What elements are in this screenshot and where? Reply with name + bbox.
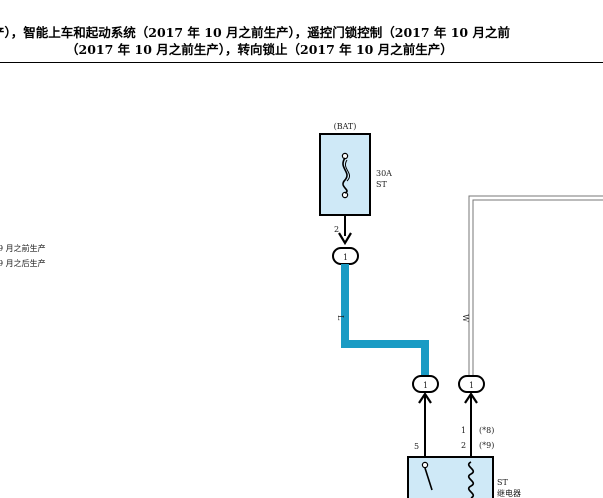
relay-name-line2: 继电器 [497, 488, 521, 498]
relay-note-a: (*8) [479, 426, 494, 435]
fuse-name: ST [376, 180, 387, 189]
fuse-source-label: (BAT) [334, 122, 357, 131]
title-divider [0, 62, 603, 63]
relay-box [407, 456, 494, 498]
relay-pin-left: 5 [414, 442, 419, 451]
fuse-pin-arrow [338, 232, 352, 246]
fuse-pin-number: 2 [334, 225, 339, 234]
relay-name-line1: ST [497, 478, 508, 487]
relay-pin-right-a: 1 [461, 426, 466, 435]
wire-white-label: W [461, 314, 470, 323]
relay-pin-right-b: 2 [461, 441, 466, 450]
wire-white-outline [468, 195, 603, 376]
title-line-1: 产），智能上车和起动系统（2017 年 10 月之前生产），遥控门锁控制（201… [0, 25, 510, 40]
fuse-rating: 30A [376, 169, 392, 178]
relay-coil-icon [467, 461, 475, 498]
connector-left-bottom [412, 375, 439, 393]
relay-pin1-arrow [464, 392, 478, 404]
wire-white [469, 196, 603, 376]
title-line-2: （2017 年 10 月之前生产），转向锁止（2017 年 10 月之前生产） [66, 42, 453, 57]
legend-note-before: 9 月之前生产 [0, 244, 46, 253]
relay-pin5-arrow [418, 392, 432, 404]
fuse-box [319, 133, 371, 216]
connector-top-pin: 1 [343, 253, 348, 262]
legend-note-after: 9 月之后生产 [0, 259, 46, 268]
wire-blue [341, 264, 429, 376]
relay-note-b: (*9) [479, 441, 494, 450]
connector-right-bottom [458, 375, 485, 393]
connector-right-bottom-pin: 1 [469, 381, 474, 390]
wire-blue-label: L [336, 315, 345, 321]
fuse-icon [341, 152, 351, 199]
relay-switch-icon [421, 461, 433, 491]
connector-left-bottom-pin: 1 [423, 381, 428, 390]
